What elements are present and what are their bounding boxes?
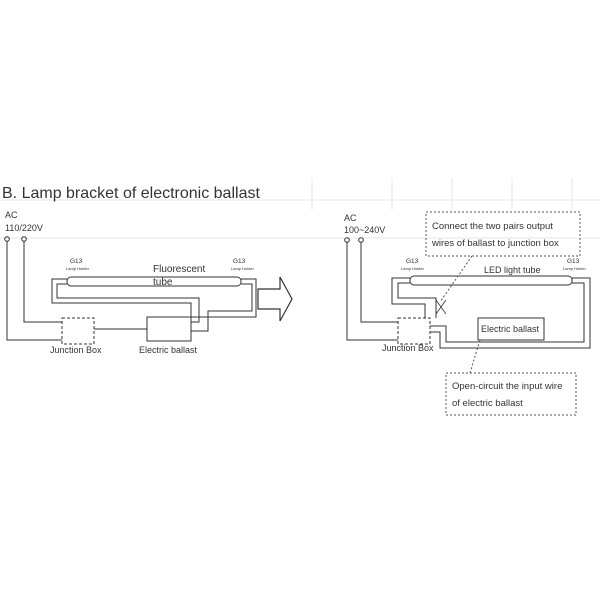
background-gridlines [0, 178, 600, 239]
right-tube-wire-right-outer [430, 277, 591, 349]
right-note-top-leader [439, 255, 473, 303]
right-junction-box [397, 317, 431, 345]
left-lamp-holder-right-label: Lamp Holder [231, 266, 255, 271]
right-note-bottom-box [445, 372, 577, 416]
right-note-top-line2: wires of ballast to junction box [431, 238, 559, 249]
section-title: B. Lamp bracket of electronic ballast [2, 185, 260, 202]
left-ballast-label: Electric ballast [139, 345, 198, 355]
right-voltage-label: 100~240V [344, 225, 385, 235]
right-arrow-icon [257, 276, 293, 322]
left-ac-terminal-1 [4, 236, 10, 242]
right-ac-wire-2 [360, 242, 398, 323]
left-electric-ballast [146, 316, 192, 342]
right-diagram: AC 100~240V Junction Box G13 Lamp Holder… [344, 211, 591, 416]
right-tube-pins [405, 277, 577, 284]
left-g13-left-label: G13 [70, 258, 83, 265]
right-tube-wire-left-outer [391, 277, 426, 318]
right-tube-wire-right-inner [430, 282, 585, 343]
right-ac-wire-1 [346, 242, 398, 341]
right-note-top-box [425, 211, 581, 257]
left-tube-wire-right-outer [191, 278, 257, 318]
left-lamp-holder-left-label: Lamp Holder [66, 266, 90, 271]
left-tube-wire-right-inner [191, 283, 253, 332]
right-junction-box-label: Junction Box [382, 343, 434, 353]
left-tube-label-line1: Fluorescent [153, 264, 205, 275]
left-tube-pins [62, 278, 246, 285]
right-note-bottom-line1: Open-circuit the input wire [452, 381, 562, 392]
right-g13-right-label: G13 [567, 258, 580, 265]
right-lamp-holder-left-label: Lamp Holder [401, 266, 425, 271]
right-tube-wire-left-inner [397, 282, 437, 318]
right-crossed-wire-mark [435, 299, 447, 315]
left-fluorescent-tube [66, 276, 242, 287]
left-tube-wire-left-outer [51, 278, 192, 317]
right-led-tube [409, 275, 573, 286]
right-tube-label: LED light tube [484, 265, 541, 275]
left-junction-box-label: Junction Box [50, 345, 102, 355]
right-ac-label: AC [344, 213, 357, 223]
left-tube-wire-left-inner [56, 283, 200, 323]
left-voltage-label: 110/220V [5, 223, 43, 233]
left-ac-wire-1 [6, 241, 62, 341]
right-ballast-label: Electric ballast [481, 324, 540, 334]
right-electric-ballast [477, 317, 545, 341]
right-note-top-line1: Connect the two pairs output [432, 221, 553, 232]
left-ac-wire-2 [23, 241, 62, 323]
left-ac-terminal-2 [21, 236, 27, 242]
right-lamp-holder-right-label: Lamp Holder [563, 266, 587, 271]
right-note-bottom-leader [469, 339, 481, 374]
left-diagram: AC 110/220V Junction Box Electric ballas… [4, 210, 293, 355]
left-ac-label: AC [5, 210, 18, 220]
left-g13-right-label: G13 [233, 258, 246, 265]
left-junction-box [61, 317, 95, 345]
right-g13-left-label: G13 [406, 258, 419, 265]
left-tube-label-line2: tube [153, 277, 173, 288]
right-note-bottom-line2: of electric ballast [452, 398, 523, 409]
